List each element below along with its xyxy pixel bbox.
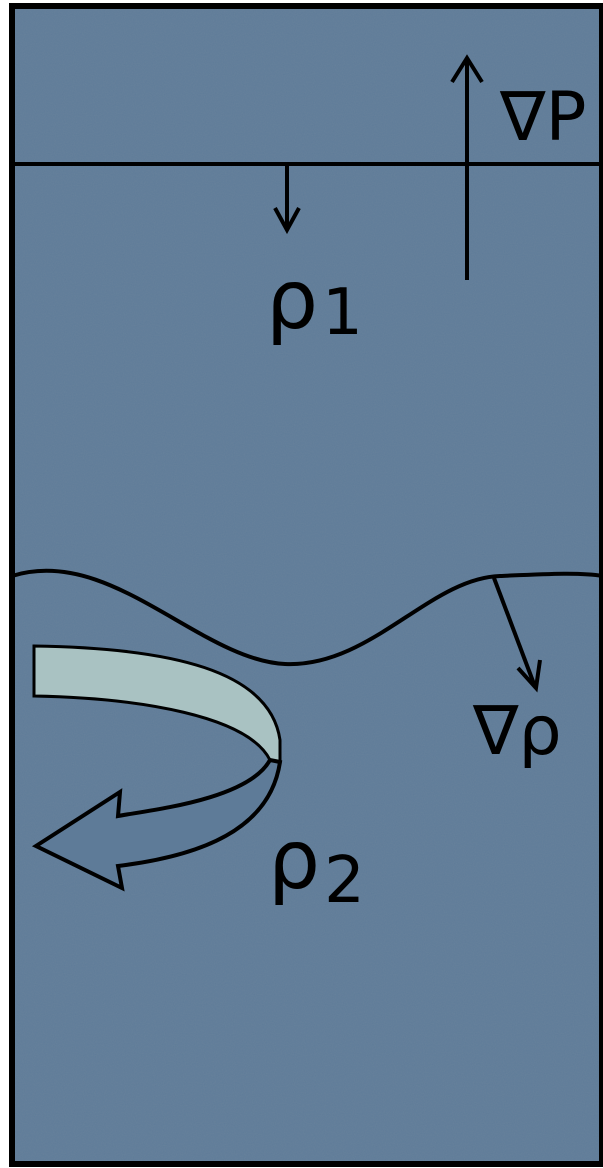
rho1-symbol: ρ <box>266 253 318 348</box>
rho2-symbol: ρ <box>268 813 320 908</box>
rho2-subscript: 2 <box>324 844 365 918</box>
density-gradient-label: ∇ρ <box>472 692 562 771</box>
pressure-gradient-label: ∇P <box>499 78 587 157</box>
rho1-subscript: 1 <box>322 276 363 350</box>
fluid-texture <box>12 6 602 1164</box>
